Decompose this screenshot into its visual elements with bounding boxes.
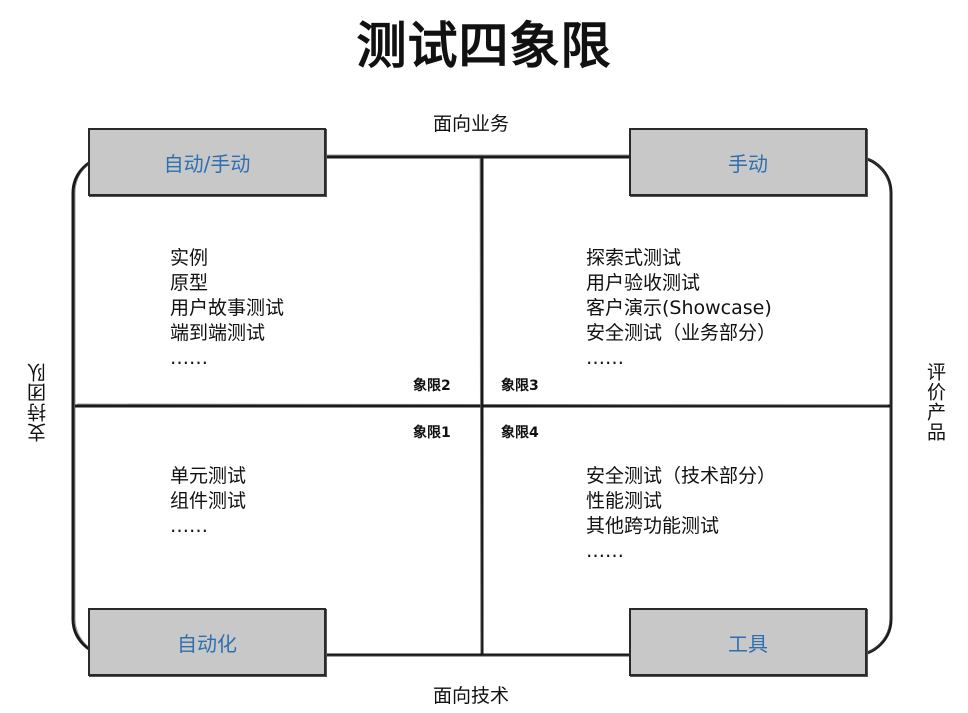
list-item: 安全测试（技术部分） (586, 465, 777, 487)
list-item: …… (170, 347, 208, 369)
corner-top-left-label: 自动/手动 (163, 151, 251, 176)
list-item: …… (586, 347, 624, 369)
corner-top-left: 自动/手动 (88, 128, 326, 196)
quadrant-1-list: 单元测试 组件测试 …… (170, 464, 246, 539)
list-item: 探索式测试 (586, 247, 682, 269)
quadrant-4-label: 象限4 (501, 425, 539, 441)
quadrant-3-label: 象限3 (501, 378, 539, 394)
list-item: 端到端测试 (170, 322, 266, 344)
quadrant-2-label: 象限2 (413, 378, 451, 394)
quadrant-4-list: 安全测试（技术部分） 性能测试 其他跨功能测试 …… (586, 464, 776, 564)
list-item: 安全测试（业务部分） (586, 322, 777, 344)
list-item: 实例 (170, 247, 209, 269)
list-item: …… (586, 540, 624, 562)
quadrant-3-list: 探索式测试 用户验收测试 客户演示(Showcase) 安全测试（业务部分） …… (586, 246, 776, 371)
corner-top-right: 手动 (629, 128, 867, 196)
list-item: 用户故事测试 (170, 297, 285, 319)
axis-right-label: 评价产品 (924, 362, 946, 442)
corner-top-right-label: 手动 (728, 151, 768, 176)
list-item: …… (170, 515, 208, 537)
page-title: 测试四象限 (356, 17, 612, 75)
list-item: 单元测试 (170, 465, 247, 487)
axis-left-label: 支持团队 (27, 362, 49, 442)
list-item: 其他跨功能测试 (586, 515, 720, 537)
list-item: 客户演示(Showcase) (586, 297, 772, 319)
list-item: 用户验收测试 (586, 272, 701, 294)
list-item: 性能测试 (586, 490, 663, 512)
list-item: 原型 (170, 272, 209, 294)
corner-bottom-right: 工具 (629, 608, 867, 676)
axis-top-label: 面向业务 (433, 113, 510, 135)
list-item: 组件测试 (170, 490, 247, 512)
corner-bottom-right-label: 工具 (728, 631, 768, 656)
quadrant-1-label: 象限1 (413, 425, 451, 441)
quadrant-2-list: 实例 原型 用户故事测试 端到端测试 …… (170, 246, 284, 371)
corner-bottom-left: 自动化 (88, 608, 326, 676)
axis-bottom-label: 面向技术 (433, 685, 510, 707)
corner-bottom-left-label: 自动化 (177, 631, 237, 656)
